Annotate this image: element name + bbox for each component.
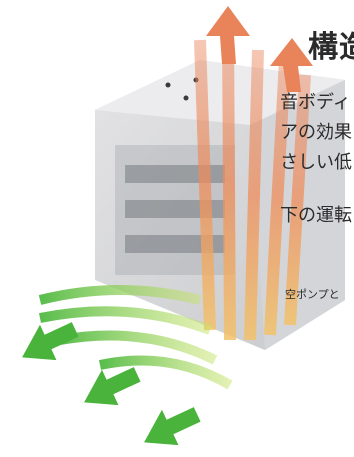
note-line: 空ポンプと — [285, 288, 340, 301]
green-arrow-icon — [22, 322, 201, 446]
intake-streams — [38, 285, 233, 390]
page-title: 構造 — [308, 30, 354, 62]
orange-arrow-icon — [206, 6, 313, 92]
body-line-2: アの効果 — [280, 122, 352, 143]
exhaust-streams — [194, 29, 311, 341]
body-line-1: 音ボディ — [280, 92, 351, 113]
body-line-4: 下の運転 — [280, 205, 352, 226]
body-line-3: さしい低 — [280, 152, 352, 173]
